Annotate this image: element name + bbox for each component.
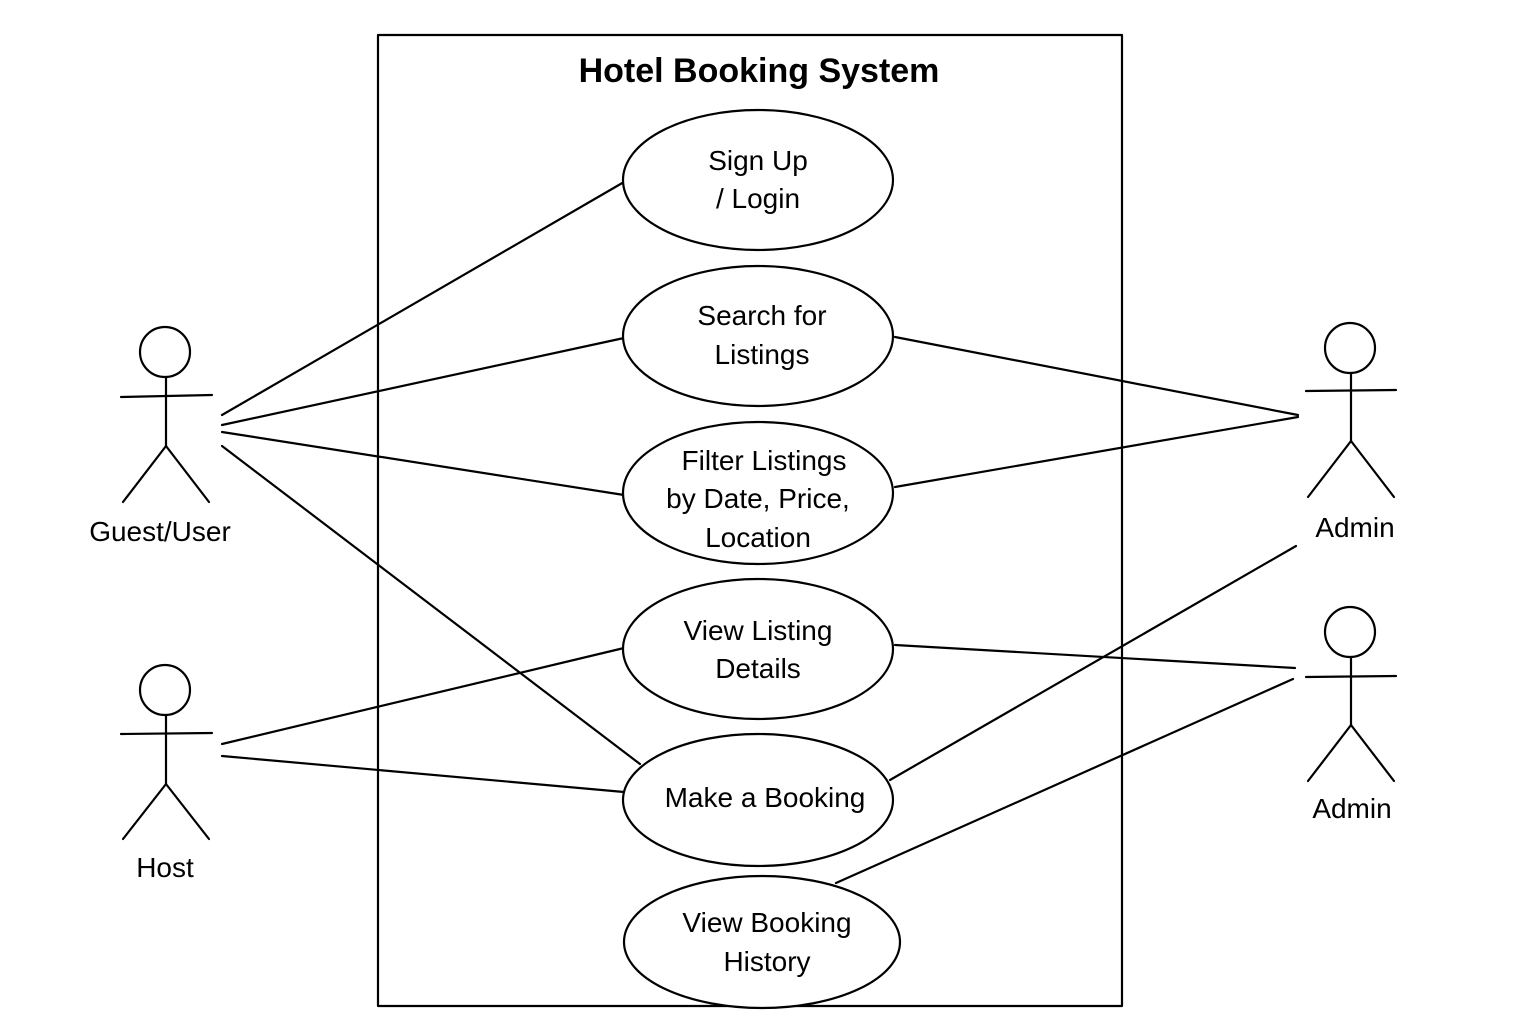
- actor-admin-2[interactable]: Admin: [1304, 605, 1398, 824]
- use-case-label-line: by Date, Price,: [666, 483, 850, 514]
- actor-guest-user[interactable]: Guest/User: [89, 325, 231, 547]
- use-case-label-line: Make a Booking: [665, 782, 866, 813]
- use-case-view-history[interactable]: View Booking History: [622, 874, 902, 1010]
- stick-figure-icon: [1304, 321, 1398, 499]
- use-case-label-line: Details: [715, 653, 801, 684]
- use-case-signup[interactable]: Sign Up / Login: [621, 108, 895, 252]
- use-case-label-line: Location: [705, 522, 811, 553]
- assoc-guest-filter: [220, 430, 626, 497]
- assoc-guest-signup: [220, 180, 626, 417]
- use-case-label-line: / Login: [716, 183, 800, 214]
- assoc-admin1-filter: [893, 415, 1300, 489]
- use-case-label-line: View Listing: [684, 615, 833, 646]
- use-case-view-details[interactable]: View Listing Details: [621, 577, 895, 721]
- use-case-label-line: Filter Listings: [682, 445, 847, 476]
- stick-figure-icon: [119, 325, 214, 504]
- system-title: Hotel Booking System: [579, 52, 940, 90]
- use-case-label-line: Listings: [715, 339, 810, 370]
- assoc-host-booking: [220, 754, 626, 794]
- actor-admin-1[interactable]: Admin: [1304, 321, 1398, 543]
- assoc-admin2-viewdetails: [893, 643, 1297, 670]
- use-case-filter[interactable]: Filter Listings by Date, Price, Location: [621, 420, 895, 566]
- assoc-guest-search: [220, 336, 626, 427]
- actor-label: Host: [136, 852, 194, 883]
- use-case-label-line: Sign Up: [708, 145, 808, 176]
- use-case-label-line: Search for: [697, 300, 826, 331]
- actor-host[interactable]: Host: [119, 663, 214, 883]
- actor-label: Admin: [1315, 512, 1394, 543]
- association-lines: [220, 180, 1300, 885]
- assoc-admin2-history: [834, 677, 1295, 885]
- stick-figure-icon: [1304, 605, 1398, 783]
- use-case-label-line: View Booking: [682, 907, 851, 938]
- use-case-make-booking[interactable]: Make a Booking: [621, 732, 895, 868]
- assoc-guest-booking: [220, 444, 642, 766]
- assoc-host-viewdetails: [220, 646, 626, 746]
- stick-figure-icon: [119, 663, 214, 841]
- use-case-label-line: History: [723, 946, 810, 977]
- use-case-search[interactable]: Search for Listings: [621, 264, 895, 408]
- actor-label: Guest/User: [89, 516, 231, 547]
- assoc-admin1-search: [893, 335, 1300, 417]
- actor-label: Admin: [1312, 793, 1391, 824]
- assoc-admin1-booking: [888, 544, 1298, 782]
